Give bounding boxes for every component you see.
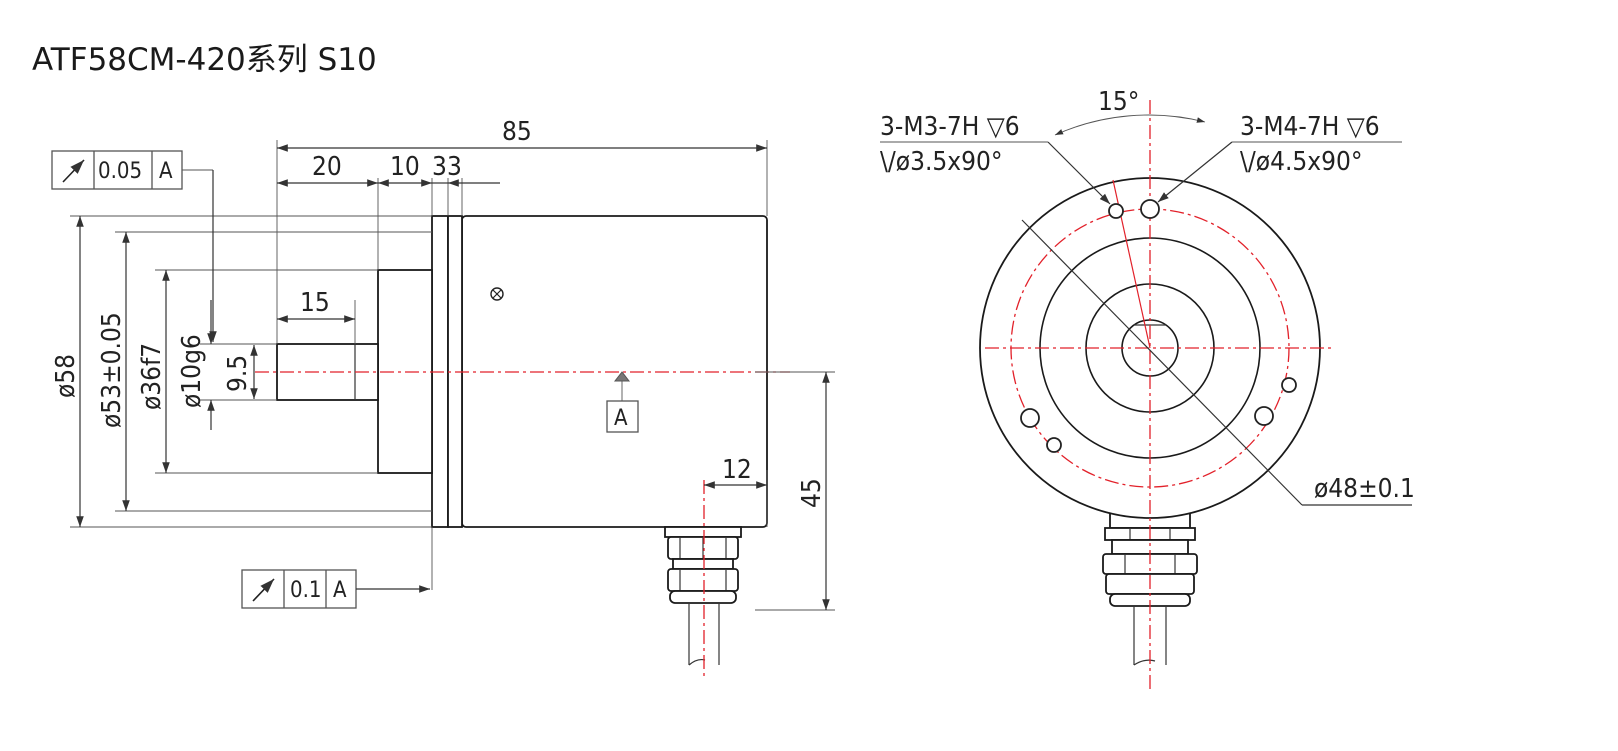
tolerance-top-datum: A (159, 159, 173, 184)
runout-tolerance-bottom: 0.1 A (241, 569, 430, 609)
angle-label: 15° (1098, 87, 1139, 117)
m4-callout-line1: 3-M4-7H ▽6 (1240, 112, 1380, 142)
tolerance-top-value: 0.05 (98, 159, 142, 184)
m3-holes (1046, 203, 1297, 453)
runout-tolerance-top: 0.05 A (51, 150, 217, 342)
front-view: 15° 3-M3-7H ▽6 \/ø3.5x90° 3-M4-7H ▽6 \/ø… (880, 87, 1415, 690)
dim-dia-shaft: ø10g6 (177, 334, 207, 408)
dim-length-total: 85 (502, 117, 532, 147)
dim-dia-spigot-outer: ø53±0.05 (97, 312, 127, 428)
m4-callout-line2: \/ø4.5x90° (1240, 147, 1363, 177)
dim-shaft-flat: 9.5 (223, 355, 253, 392)
dim-dia-body: ø58 (51, 354, 81, 398)
tolerance-bottom-value: 0.1 (290, 578, 321, 603)
dim-cable-offset: 12 (722, 455, 752, 485)
dim-step-b: 3 (447, 152, 462, 182)
datum-label: A (614, 406, 628, 431)
m3-callout-line1: 3-M3-7H ▽6 (880, 112, 1020, 142)
datum-box (606, 400, 639, 433)
drawing-title: ATF58CM-420系列 S10 (32, 42, 377, 78)
runout-arrow-icon (62, 159, 85, 183)
m3-callout-line2: \/ø3.5x90° (880, 147, 1003, 177)
dim-flange-width: 10 (390, 152, 420, 182)
dim-shaft-length: 15 (300, 288, 330, 318)
side-view: 85 20 10 3 3 15 ø58 ø53±0.05 ø36f7 ø10g6 (51, 117, 835, 680)
dim-step-a: 3 (432, 152, 447, 182)
tolerance-bottom-datum: A (333, 578, 347, 603)
m4-holes (1020, 199, 1274, 428)
cable-gland (664, 526, 742, 666)
screw-icon (490, 287, 504, 301)
pitch-circle-label: ø48±0.1 (1314, 474, 1415, 504)
runout-arrow-icon (252, 578, 275, 602)
dim-flange-offset: 20 (312, 152, 342, 182)
dim-dia-spigot: ø36f7 (137, 343, 167, 410)
dim-cable-height: 45 (797, 478, 827, 508)
